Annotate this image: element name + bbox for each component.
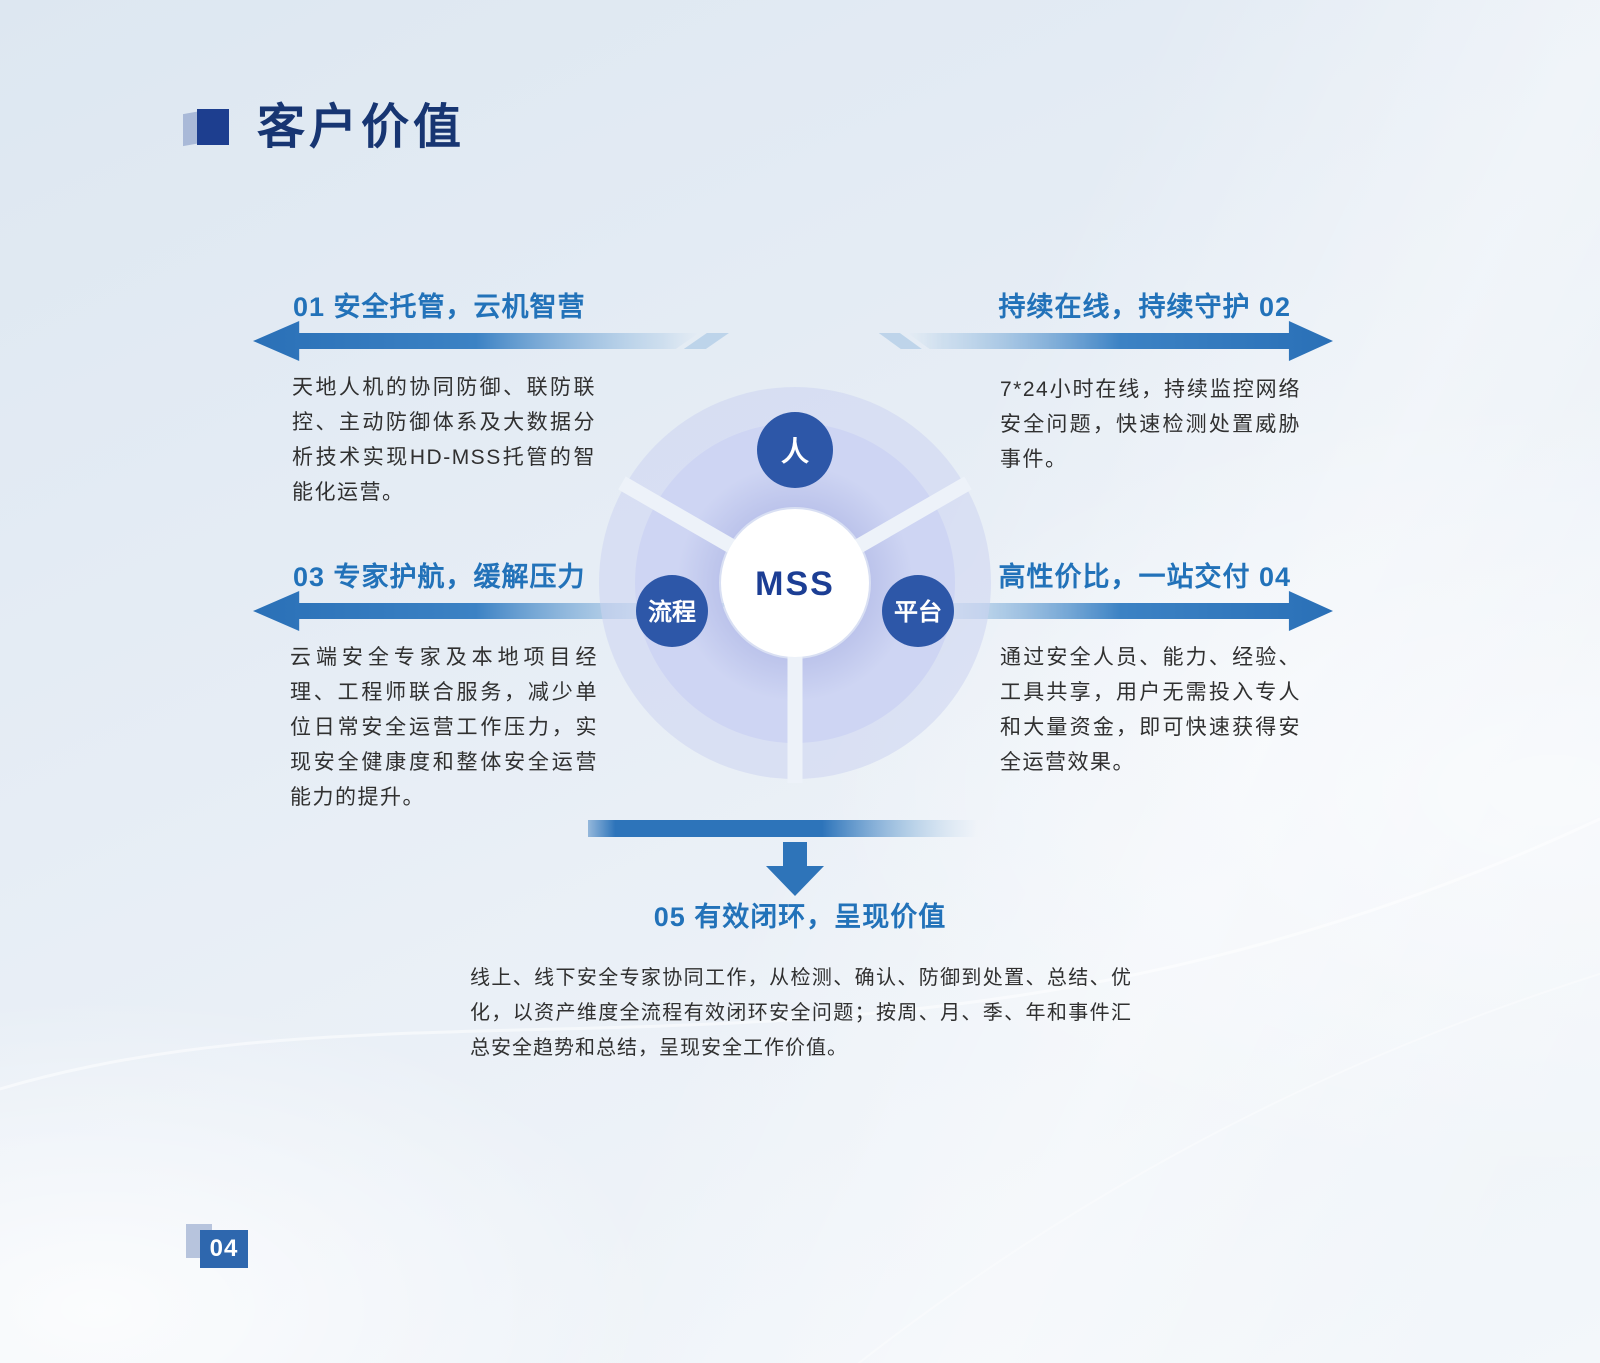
node-platform-label: 平台 [894,598,942,626]
section-05-body: 线上、线下安全专家协同工作，从检测、确认、防御到处置、总结、优化，以资产维度全流… [470,967,1132,1059]
diagram-center-label: MSS [755,565,835,603]
ring-segment-gaps [618,476,972,783]
page-number-badge: 04 [186,1224,250,1270]
section-01-heading: 01 安全托管，云机智营 [293,292,586,322]
section-03-body: 云端安全专家及本地项目经理、工程师联合服务，减少单位日常安全运营工作压力，实现安… [290,646,598,810]
section-03-heading: 03 专家护航，缓解压力 [293,562,586,592]
node-process-label: 流程 [648,599,696,626]
section-05-heading: 05 有效闭环，呈现价值 [653,902,947,932]
section-01-body: 天地人机的协同防御、联防联控、主动防御体系及大数据分析技术实现HD-MSS托管的… [292,376,596,505]
mss-diagram: MSS 人 流程 平台 [593,381,997,785]
down-arrow-icon [766,842,824,896]
right-arrow-icon [873,319,1333,363]
node-platform-circle [882,575,954,647]
section-marker-icon [183,105,233,149]
section-02-heading: 持续在线，持续守护 02 [998,292,1291,322]
bottom-bar [588,820,978,837]
page-number: 04 [200,1230,248,1268]
diagram-center-circle [721,509,869,657]
left-arrow-icon [253,319,735,363]
page-header: 客户价值 [183,103,465,151]
section-04-heading: 高性价比，一站交付 04 [998,562,1291,592]
section-02-body: 7*24小时在线，持续监控网络安全问题，快速检测处置威胁事件。 [1000,378,1301,472]
page-title: 客户价值 [257,99,466,155]
marker-front-shape [197,109,229,145]
node-person-circle [757,412,833,488]
node-person-label: 人 [781,436,809,467]
section-04-body: 通过安全人员、能力、经验、工具共享，用户无需投入专人和大量资金，即可快速获得安全… [1000,646,1301,775]
node-process-circle [636,575,708,647]
